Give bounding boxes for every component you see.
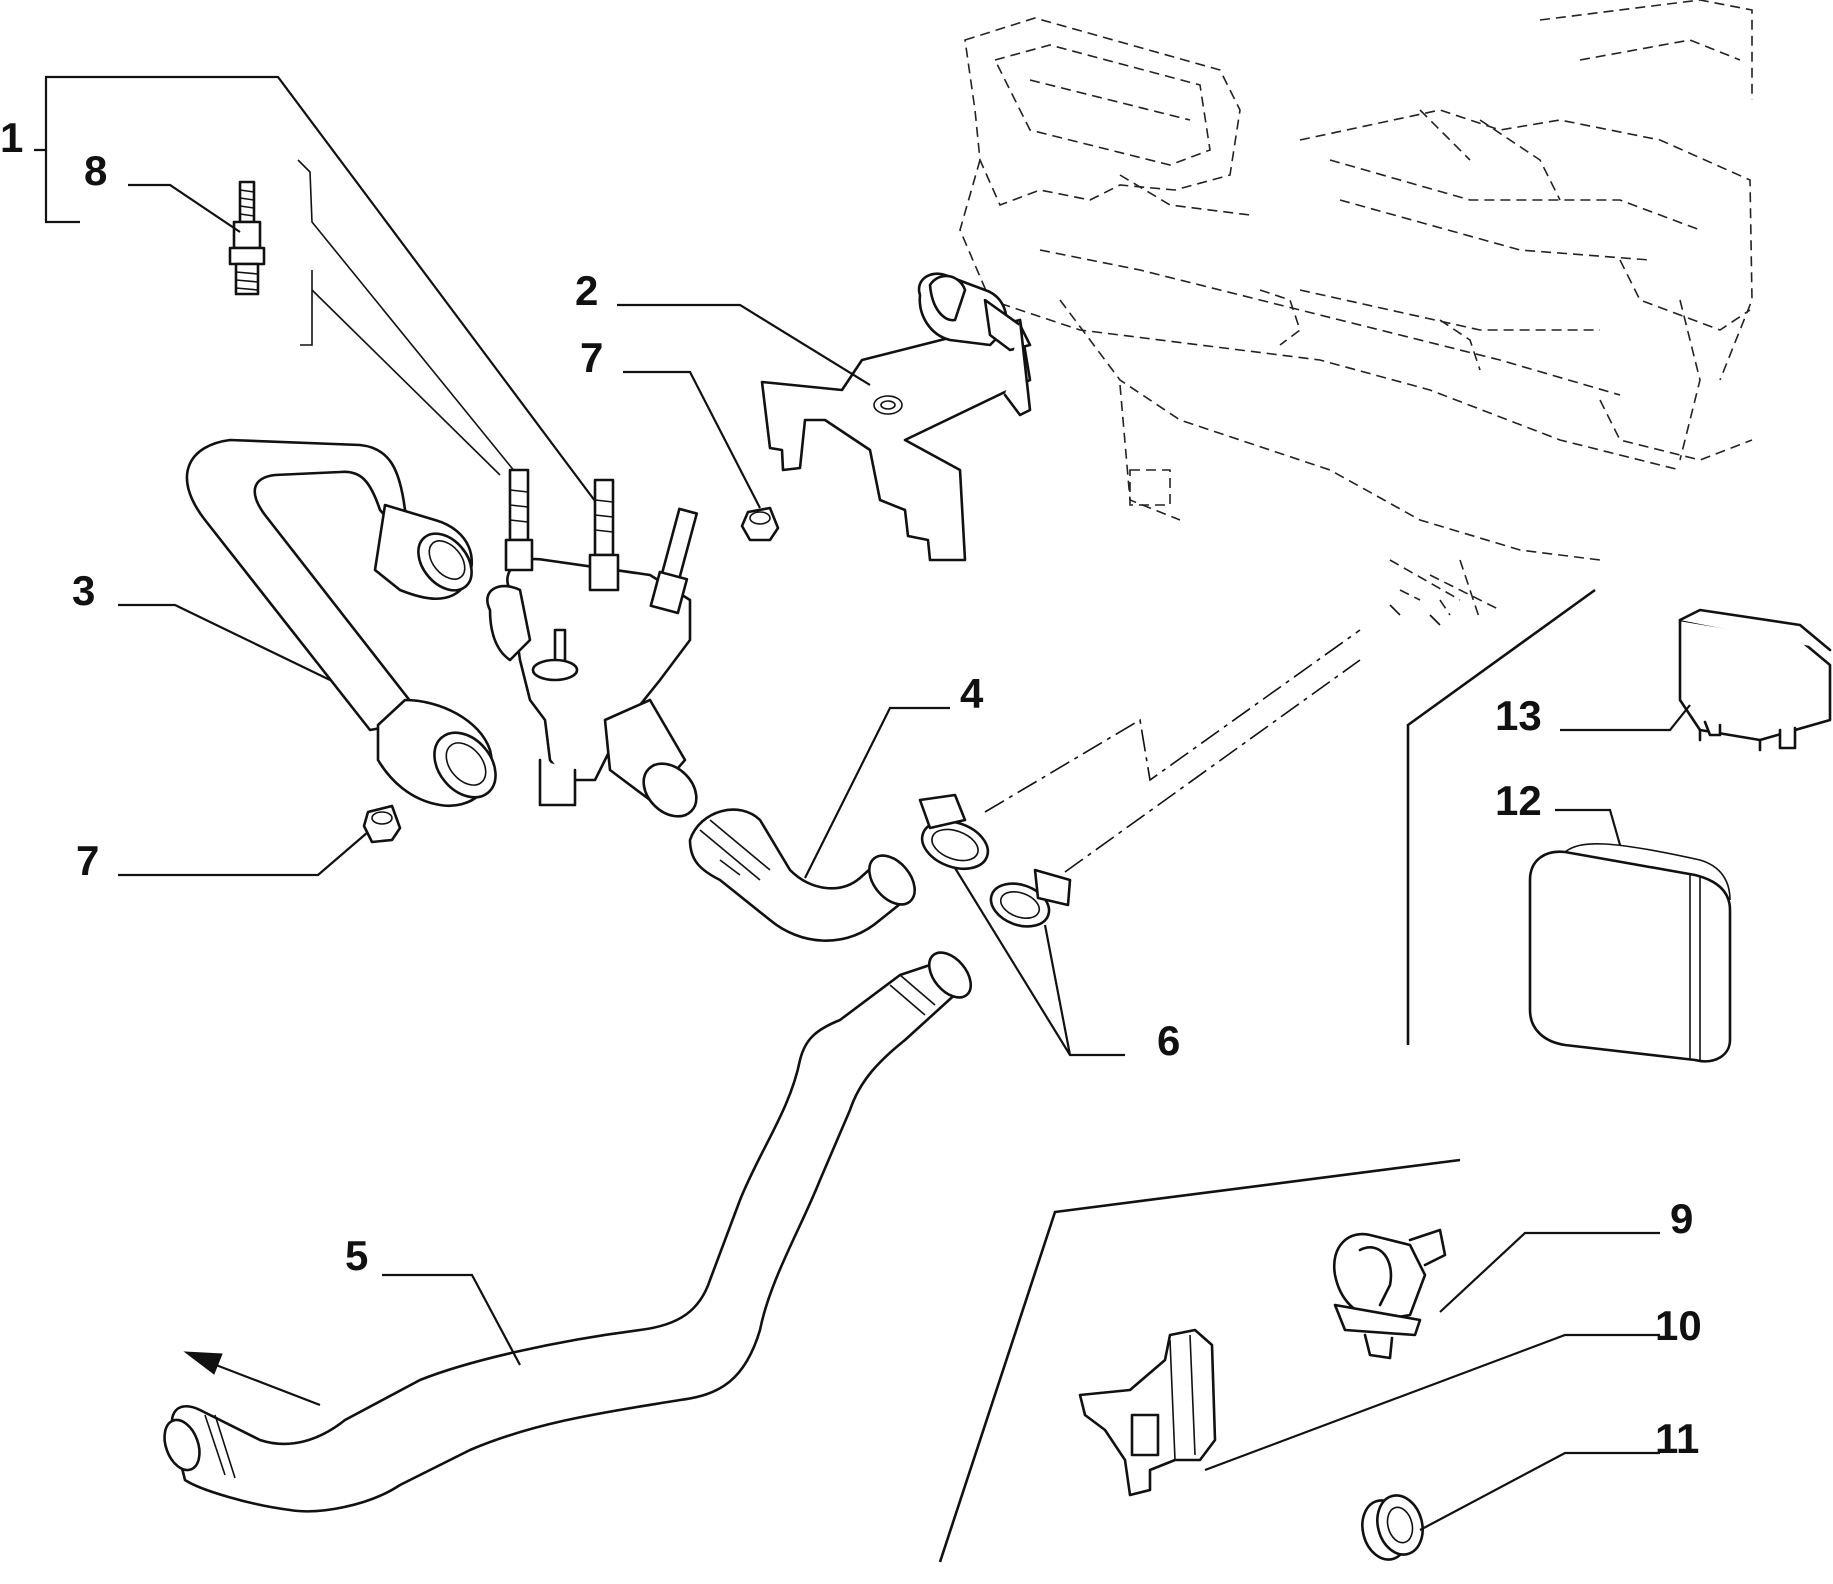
leader-9 xyxy=(1439,1231,1660,1313)
callout-8: 8 xyxy=(84,147,107,194)
clamp-part-6-lower xyxy=(989,868,1072,928)
leader-6b xyxy=(1043,924,1072,1056)
heater-housing-assembly xyxy=(959,0,1753,626)
flow-arrow xyxy=(183,1351,321,1407)
bracket-part-2 xyxy=(760,272,1032,562)
callout-7-upper: 7 xyxy=(580,334,603,381)
leader-7-left xyxy=(118,831,369,877)
leader-5 xyxy=(382,1273,521,1366)
bracket-part-10 xyxy=(1078,1328,1217,1497)
leader-12 xyxy=(1555,808,1622,846)
valve-body-part-1 xyxy=(486,468,699,818)
hose-part-3 xyxy=(185,438,497,808)
callout-13: 13 xyxy=(1495,692,1542,739)
leader-4 xyxy=(804,706,950,879)
group-frame-lines xyxy=(938,588,1596,1563)
leader-8 xyxy=(128,183,241,233)
sensor-wire-lines xyxy=(297,159,521,479)
callout-4: 4 xyxy=(960,670,984,717)
callout-5: 5 xyxy=(345,1232,368,1279)
leader-11 xyxy=(1419,1451,1660,1531)
callout-1: 1 xyxy=(0,114,23,161)
nut-part-7-upper xyxy=(740,506,780,542)
leader-10 xyxy=(1204,1333,1660,1472)
relay-part-13 xyxy=(1678,608,1832,752)
callout-2: 2 xyxy=(575,267,598,314)
callout-7-left: 7 xyxy=(76,837,99,884)
callout-3: 3 xyxy=(72,567,95,614)
callout-9: 9 xyxy=(1670,1195,1693,1242)
leader-13 xyxy=(1560,704,1691,732)
callout-10: 10 xyxy=(1655,1302,1702,1349)
leader-3 xyxy=(118,603,331,681)
hose-part-4 xyxy=(688,808,916,942)
leader-2 xyxy=(617,303,871,386)
clip-part-9 xyxy=(1332,1228,1447,1360)
sensor-part-8 xyxy=(228,180,266,296)
callout-11: 11 xyxy=(1655,1415,1699,1462)
callout-12: 12 xyxy=(1495,777,1542,824)
callout-1-bracket xyxy=(34,75,599,506)
control-unit-part-12 xyxy=(1528,843,1732,1063)
grommet-part-11 xyxy=(1361,1494,1424,1561)
clamp-part-6-upper xyxy=(918,793,990,871)
leader-7-upper xyxy=(623,370,761,509)
alignment-lines xyxy=(984,629,1361,873)
nut-part-7-left xyxy=(362,804,402,844)
callout-6: 6 xyxy=(1157,1017,1180,1064)
hose-part-5 xyxy=(163,951,973,1513)
